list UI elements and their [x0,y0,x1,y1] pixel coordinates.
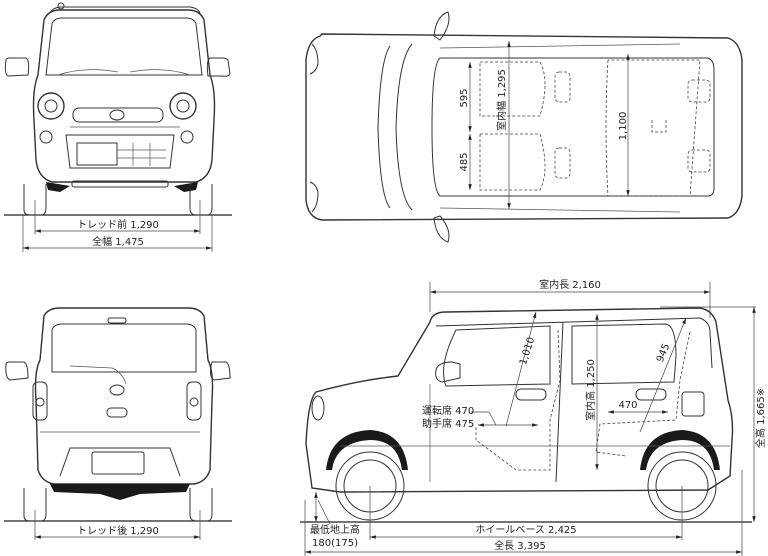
front-seat-outline [475,329,561,471]
rear-wheel-arch [640,430,720,470]
top-view: 室内幅 1,295 595 485 1,100 [305,11,743,243]
high-stop-lamp [107,317,127,324]
rear-seat-depth-label: 470 [618,400,637,411]
front-lamp-bottom [309,181,319,213]
rear-seat [605,59,701,197]
rear-door-handle [635,388,667,401]
rear-width-label: 1,100 [618,112,629,141]
front-lamp-top [309,43,319,75]
wipers [57,69,191,76]
license-plate [76,142,118,166]
wheelbase-label: ホイールベース 2,425 [475,524,576,536]
tailgate-handle [106,407,128,418]
grille-bars [117,143,166,166]
right-rear-tire [189,488,213,522]
front-door-handle [515,388,547,401]
ground-clearance-value: 180(175) [312,538,358,549]
rear-door-window [571,323,677,385]
tread-rear-label: トレッド後 1,290 [77,524,159,537]
front-headroom-dimension [505,311,537,427]
rear-view: トレッド後 1,290 [4,307,232,540]
side-body [305,307,734,493]
left-fog-lamp [39,130,53,144]
rear-headrest-2 [687,149,711,173]
left-mirror [4,57,30,77]
lower-grille [65,134,175,169]
rear-window [51,323,197,373]
side-view: 室内長 2,160 1,010 945 室内高 1,250 運転席 470 助手… [300,278,767,556]
right-headlight-inner [176,99,190,113]
roof-rails [439,43,681,213]
headrest-2 [554,147,571,179]
front-headroom-label: 1,010 [518,336,537,367]
interior-height-label: 室内高 1,250 [584,359,597,421]
brand-logo [109,109,125,121]
skid-plate [71,180,169,188]
headrest-1 [554,71,571,103]
fuel-door [681,391,705,417]
roof-panel [431,57,715,197]
overall-width-label: 全幅 1,475 [92,235,144,248]
rear-right-mirror [209,361,231,381]
seat-width-595-label: 595 [459,88,470,107]
interior-width-label: 室内幅 1,295 [495,69,508,131]
upper-grille [72,107,164,123]
right-front-tire [189,184,213,216]
rear-underbody [50,484,190,500]
driver-seat-label: 運転席 470 [422,404,474,417]
left-front-tire [23,184,47,216]
rear-wiper [69,365,127,385]
front-door-window [443,325,551,387]
b-pillar [555,321,564,483]
top-body [305,33,743,221]
rear-headrest-1 [687,79,711,103]
seat-depth-leader [471,411,497,426]
left-headlight [37,92,65,120]
rear-body [34,307,214,485]
rear-seat-detail [651,120,667,133]
top-left-mirror [433,11,450,41]
top-right-mirror [433,215,450,243]
front-body [32,9,216,183]
roofline [435,317,713,369]
front-seat-1 [479,61,546,117]
passenger-seat-label: 助手席 475 [422,417,474,430]
underbody [46,182,198,192]
windscreen-edge [377,45,391,209]
rear-license-plate [91,451,145,475]
a-pillar-line [395,43,413,211]
rear-left-mirror [5,361,29,381]
right-taillight [186,381,202,421]
antenna [57,2,65,10]
overall-height-label: 全高 1,665※ [754,388,767,448]
rear-headroom-dimension [639,317,687,433]
front-wheel-arch [326,430,408,470]
right-taillight-inner [189,397,199,407]
rear-bumper-guard [59,447,181,477]
ground-clearance-leader [317,499,331,525]
right-headlight [169,92,197,120]
roof-rack [49,6,201,14]
left-taillight [32,381,48,421]
interior-length-label: 室内長 2,160 [539,278,601,291]
right-fog-lamp [180,130,194,144]
front-view: トレッド前 1,290 全幅 1,475 [4,2,232,252]
side-headlight [311,395,325,421]
rear-headroom-label: 945 [655,342,672,364]
windshield [45,17,203,76]
left-headlight-inner [44,99,58,113]
rear-logo [109,384,125,396]
rear-seat-outline [595,331,691,457]
tread-front-label: トレッド前 1,290 [77,218,159,231]
overall-length-label: 全長 3,395 [494,539,546,552]
right-mirror [206,57,231,77]
side-mirror [435,361,461,383]
ground-clearance-label: 最低地上高 [310,523,360,536]
front-seat-2 [479,133,546,191]
seat-width-485-label: 485 [459,152,470,171]
left-rear-tire [23,488,47,522]
left-taillight-inner [35,397,45,407]
